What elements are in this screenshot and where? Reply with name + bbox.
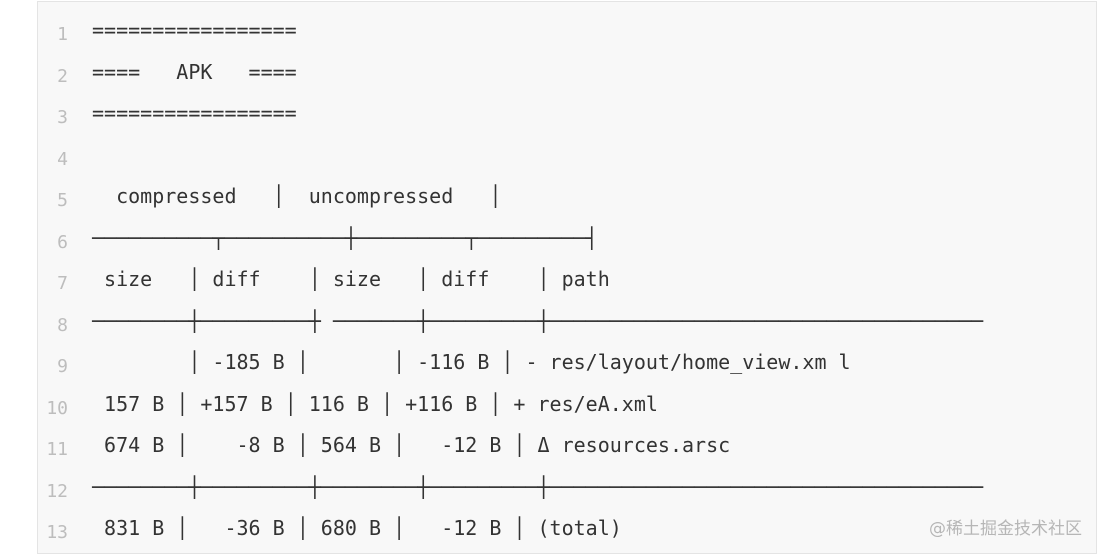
code-line: ================= — [92, 101, 297, 125]
table-row: │ -185 B │ │ -116 B │ - res/layout/home_… — [92, 350, 851, 374]
line-number: 5 — [57, 190, 68, 211]
table-total-row: 831 B │ -36 B │ 680 B │ -12 B │ (total) — [92, 516, 622, 540]
table-row: 157 B │ +157 B │ 116 B │ +116 B │ + res/… — [92, 392, 658, 416]
table-border-line: ────────┼─────────┼────────┼─────────┼──… — [92, 475, 984, 499]
table-header-group-line: compressed │ uncompressed │ — [92, 184, 502, 208]
line-number: 4 — [57, 149, 68, 170]
table-border-line: ──────────┬──────────┼─────────┬────────… — [92, 226, 598, 250]
table-header-line: size │ diff │ size │ diff │ path — [92, 267, 610, 291]
table-border-line: ────────┼─────────┼ ───────┼─────────┼──… — [92, 309, 984, 333]
watermark: @稀土掘金技术社区 — [929, 519, 1082, 539]
line-number: 9 — [57, 356, 68, 377]
line-number: 10 — [46, 398, 68, 419]
line-number: 6 — [57, 232, 68, 253]
line-number: 12 — [46, 481, 68, 502]
code-line: ==== APK ==== — [92, 60, 297, 84]
code-block: 1 2 3 4 5 6 7 8 9 10 11 12 13 ==========… — [37, 1, 1097, 554]
table-row: 674 B │ -8 B │ 564 B │ -12 B │ Δ resourc… — [92, 433, 731, 457]
line-number: 3 — [57, 107, 68, 128]
code-line: ================= — [92, 18, 297, 42]
line-number: 2 — [57, 66, 68, 87]
line-number: 13 — [46, 522, 68, 543]
line-number: 8 — [57, 315, 68, 336]
line-number: 1 — [57, 24, 68, 45]
line-number: 7 — [57, 273, 68, 294]
line-number: 11 — [46, 439, 68, 460]
